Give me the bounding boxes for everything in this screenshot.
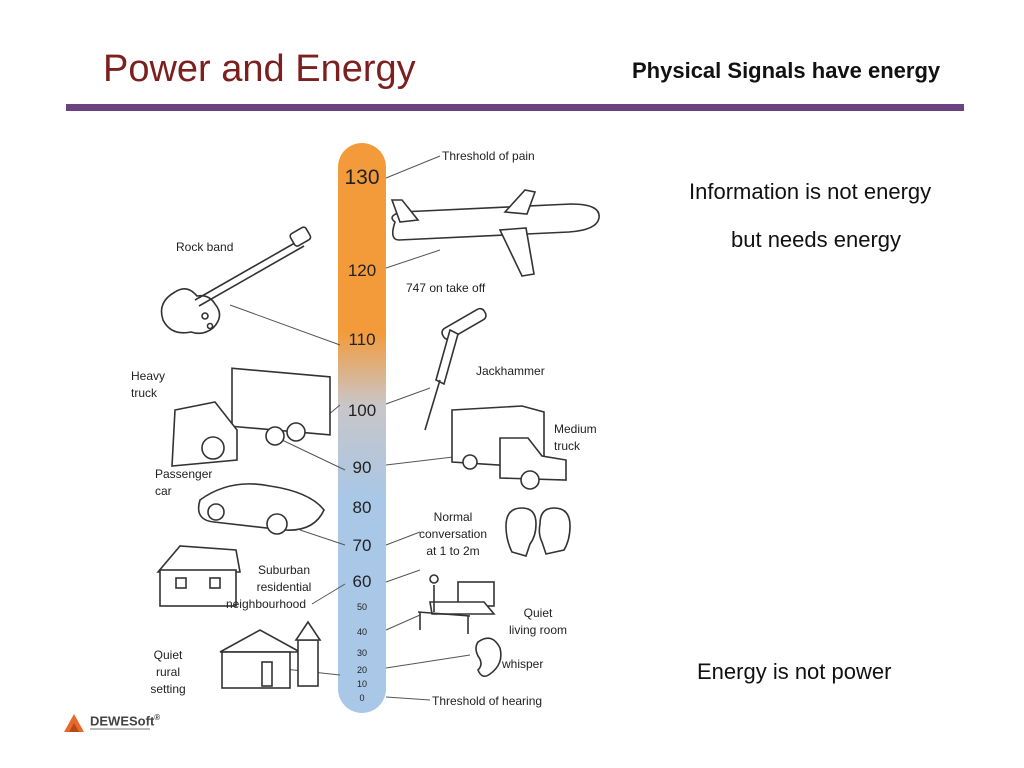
label-suburban-1: Suburban [258,563,310,577]
decibel-tick-80: 80 [353,498,372,517]
label-medium-truck-2: truck [554,439,581,453]
car-icon [199,484,324,534]
decibel-tick-30: 30 [357,648,367,658]
logo-tagline-line [90,728,150,730]
label-quiet-rural-3: setting [150,682,185,696]
decibel-tick-60: 60 [353,572,372,591]
decibel-tick-100: 100 [348,401,376,420]
decibel-tick-40: 40 [357,627,367,637]
label-quiet-rural-2: rural [156,665,180,679]
ear-icon [476,638,501,676]
label-whisper: whisper [501,657,543,671]
label-747: 747 on take off [406,281,486,295]
label-quiet-rural-1: Quiet [154,648,183,662]
company-logo: DEWESoft® [62,712,172,736]
label-jackhammer: Jackhammer [476,364,545,378]
decibel-tick-10: 10 [357,679,367,689]
label-conversation-1: Normal [434,510,473,524]
decibel-tick-110: 110 [348,330,375,349]
label-conversation-2: conversation [419,527,487,541]
label-conversation-3: at 1 to 2m [426,544,479,558]
decibel-tick-130: 130 [344,166,379,189]
label-heavy-truck-2: truck [131,386,158,400]
label-quiet-living-1: Quiet [524,606,553,620]
decibel-tick-90: 90 [353,458,372,477]
label-rock-band: Rock band [176,240,233,254]
label-suburban-3: neighbourhood [226,597,306,611]
medium-truck-icon [452,406,566,489]
label-medium-truck-1: Medium [554,422,597,436]
label-threshold-pain: Threshold of pain [442,149,535,163]
label-quiet-living-2: living room [509,623,567,637]
label-heavy-truck-1: Heavy [131,369,165,383]
logo-text: DEWESoft® [90,713,160,728]
label-passenger-car-1: Passenger [155,467,212,481]
rural-house-icon [220,622,320,688]
living-room-icon [418,575,494,634]
airplane-icon [392,190,599,276]
decibel-tick-70: 70 [353,536,372,555]
decibel-tick-120: 120 [348,261,376,280]
decibel-tick-20: 20 [357,665,367,675]
label-suburban-2: residential [257,580,312,594]
logo-mark-icon [62,712,86,734]
decibel-tick-0: 0 [359,693,364,703]
decibel-tick-50: 50 [357,602,367,612]
label-passenger-car-2: car [155,484,172,498]
label-threshold-hearing: Threshold of hearing [432,694,542,708]
faces-icon [506,508,570,556]
